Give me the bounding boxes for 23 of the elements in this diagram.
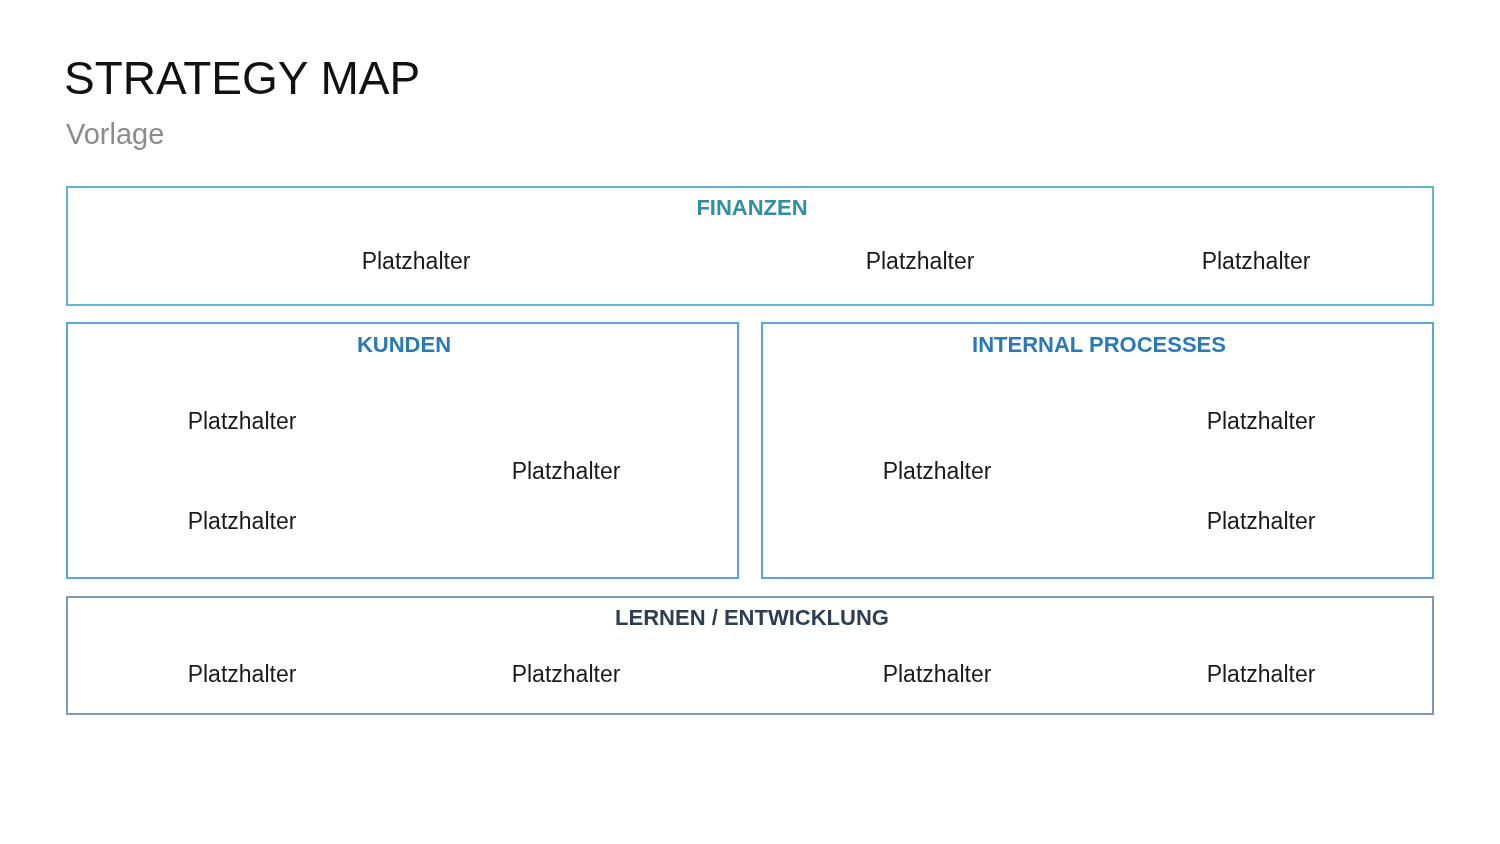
perspective-box xyxy=(66,322,739,579)
panel-heading: INTERNAL PROCESSES xyxy=(972,332,1226,358)
placeholder-text: Platzhalter xyxy=(882,457,992,485)
page-title: STRATEGY MAP xyxy=(64,52,421,105)
perspective-box xyxy=(66,186,1434,306)
placeholder-text: Platzhalter xyxy=(187,660,297,688)
placeholder-text: Platzhalter xyxy=(187,407,297,435)
placeholder-text: Platzhalter xyxy=(1201,247,1311,275)
placeholder-text: Platzhalter xyxy=(361,247,471,275)
placeholder-text: Platzhalter xyxy=(882,660,992,688)
panel-heading: LERNEN / ENTWICKLUNG xyxy=(615,605,889,631)
placeholder-text: Platzhalter xyxy=(511,457,621,485)
placeholder-text: Platzhalter xyxy=(1206,407,1316,435)
perspective-box xyxy=(761,322,1434,579)
page-subtitle: Vorlage xyxy=(66,118,165,152)
placeholder-text: Platzhalter xyxy=(187,507,297,535)
placeholder-text: Platzhalter xyxy=(1206,660,1316,688)
placeholder-text: Platzhalter xyxy=(865,247,975,275)
panel-heading: FINANZEN xyxy=(696,195,808,221)
perspective-box xyxy=(66,596,1434,715)
panel-heading: KUNDEN xyxy=(356,332,452,358)
placeholder-text: Platzhalter xyxy=(511,660,621,688)
placeholder-text: Platzhalter xyxy=(1206,507,1316,535)
